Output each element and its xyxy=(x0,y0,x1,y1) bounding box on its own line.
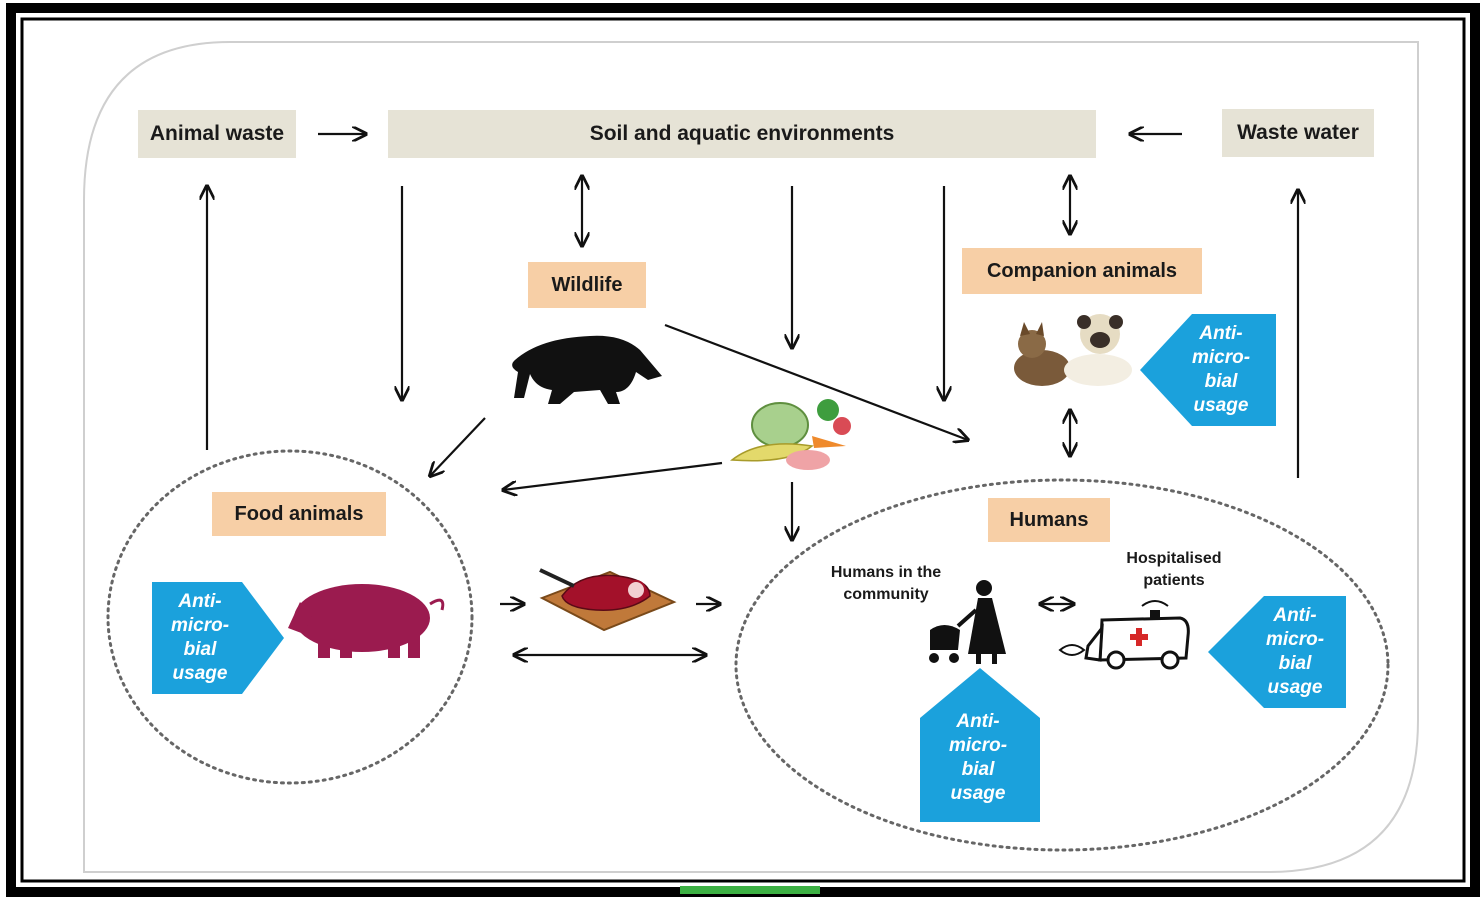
wildlife-box: Wildlife xyxy=(528,262,646,308)
amu-shape-food xyxy=(152,582,284,694)
arrow-wildlife-to-food xyxy=(430,417,486,476)
wild-boar-icon xyxy=(512,335,662,404)
amu-label-companion: Anti- micro- bial usage xyxy=(1191,323,1251,416)
arrow-wildlife-to-humans xyxy=(664,323,968,440)
cat-and-dog-icon xyxy=(1014,314,1132,386)
companion-animals-box: Companion animals xyxy=(962,248,1202,294)
waste-water-box: Waste water xyxy=(1222,109,1374,157)
bottom-tab xyxy=(680,886,820,894)
inner-frame xyxy=(20,17,1466,883)
amu-label-food: Anti- micro- bial usage xyxy=(170,591,230,684)
content-panel xyxy=(83,41,1419,873)
pig-icon xyxy=(288,584,445,658)
arrow-vegetables-to-food xyxy=(503,461,723,490)
amu-label-community: Anti- micro- bial usage xyxy=(948,711,1008,804)
vegetables-icon xyxy=(730,399,851,470)
amu-shape-community xyxy=(920,668,1040,822)
hospitalised-patients-label: Hospitalised patients xyxy=(1126,550,1222,589)
soil-aquatic-box: Soil and aquatic environments xyxy=(388,110,1096,158)
humans-region xyxy=(734,478,1390,852)
amu-label-hospital: Anti- micro- bial usage xyxy=(1265,605,1325,698)
flow-arrows xyxy=(207,134,1298,655)
ambulance-icon xyxy=(1058,600,1190,670)
amu-shape-companion xyxy=(1140,314,1276,426)
meat-on-board-icon xyxy=(539,568,677,632)
humans-community-label: Humans in the community xyxy=(830,564,942,603)
food-animals-box: Food animals xyxy=(212,492,386,536)
food-animals-region xyxy=(106,449,474,785)
animal-waste-box: Animal waste xyxy=(138,110,296,158)
woman-with-stroller-icon xyxy=(929,580,1006,664)
humans-box: Humans xyxy=(988,498,1110,542)
amu-shape-hospital xyxy=(1208,596,1346,708)
